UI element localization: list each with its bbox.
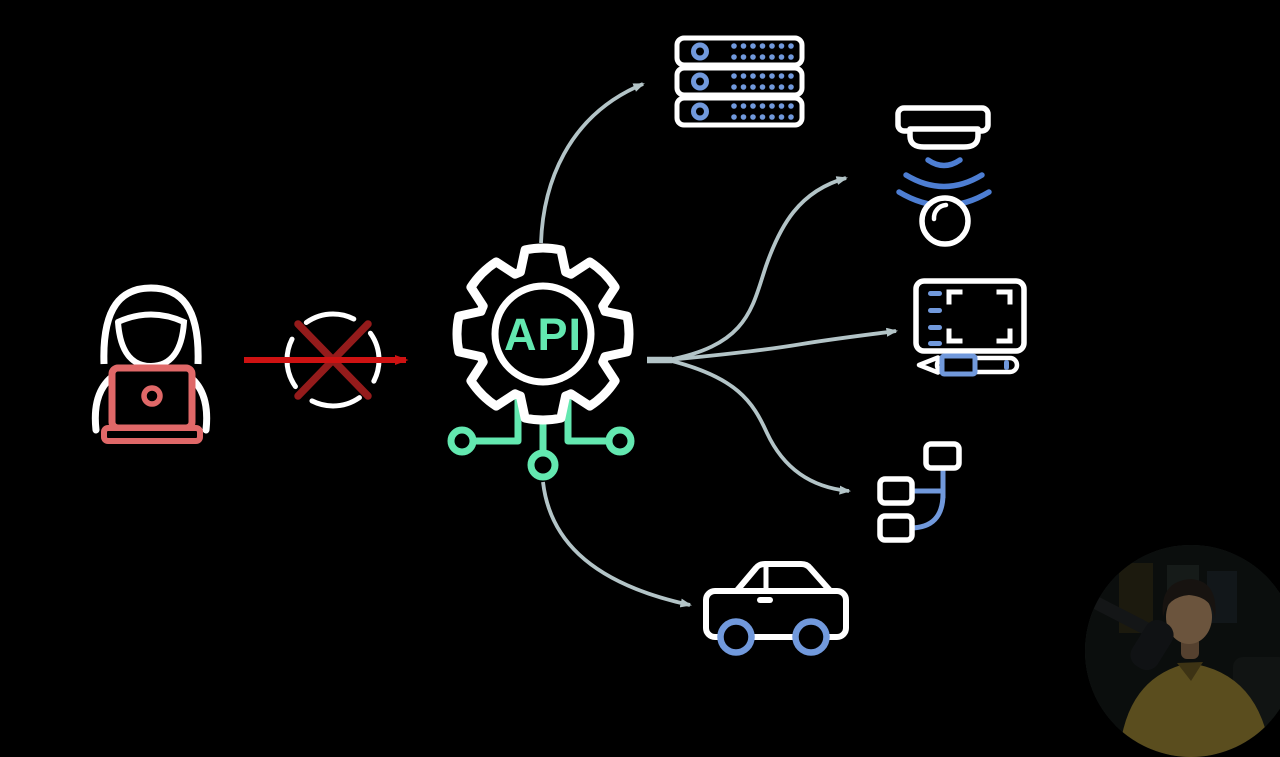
tablet-buttons xyxy=(928,291,942,346)
edge-api-to-tablet xyxy=(667,327,898,362)
server-unit xyxy=(674,65,805,98)
edge-api-to-car xyxy=(541,481,692,608)
flowchart-connector-curve xyxy=(909,493,946,531)
tablet-corner-brackets xyxy=(946,289,1013,344)
camera-ball-highlight xyxy=(931,202,949,222)
edge-api-to-server xyxy=(539,82,645,244)
api-connector-left xyxy=(476,398,522,445)
api-node-right xyxy=(605,426,635,456)
api-label: API xyxy=(504,309,582,360)
presenter-face xyxy=(1166,590,1212,644)
iot-camera-icon xyxy=(895,105,992,247)
camera-wave-medium xyxy=(903,172,985,190)
presenter-video xyxy=(1085,545,1280,757)
api-gear-icon: API xyxy=(447,243,635,481)
camera-wave-small xyxy=(925,157,963,169)
car-wheel-rear xyxy=(792,618,830,656)
api-gear-inner-circle xyxy=(491,282,595,386)
presenter-hair xyxy=(1162,579,1216,619)
flowchart-node-bottom xyxy=(877,513,915,543)
edge-api-to-camera xyxy=(667,176,848,362)
pen-button xyxy=(1004,360,1009,370)
car-wheel-front xyxy=(717,618,755,656)
api-node-left xyxy=(447,426,477,456)
flowchart-icon xyxy=(877,441,962,543)
car-door-handle xyxy=(757,597,773,603)
blocked-cross-icon xyxy=(244,311,409,409)
server-rack-icon xyxy=(674,35,805,128)
camera-housing-base xyxy=(907,126,981,150)
car-icon xyxy=(703,561,849,656)
microphone-boom-arm xyxy=(1085,590,1154,636)
hacker-hood xyxy=(100,284,202,365)
microphone-body xyxy=(1130,619,1174,671)
edge-api-to-flowchart xyxy=(667,358,851,495)
api-node-center xyxy=(527,449,559,481)
hacker-laptop-icon xyxy=(91,284,211,444)
pen-grip xyxy=(939,353,978,377)
presenter-webcam xyxy=(1085,545,1280,757)
hacker-laptop-logo xyxy=(141,385,163,407)
tablet-body xyxy=(913,278,1027,354)
camera-ball xyxy=(919,195,971,247)
car-cabin xyxy=(731,561,836,596)
diagram-canvas: API xyxy=(91,35,1027,656)
flowchart-node-top xyxy=(923,441,962,471)
edge-group xyxy=(539,82,898,608)
api-connector-right xyxy=(564,398,606,445)
server-unit xyxy=(674,35,805,68)
graphics-tablet-icon xyxy=(913,278,1027,377)
hacker-face-opening xyxy=(115,311,188,370)
server-unit xyxy=(674,95,805,128)
hacker-laptop-base xyxy=(101,425,203,444)
flowchart-node-middle xyxy=(877,476,915,506)
presenter-collar xyxy=(1177,662,1203,681)
